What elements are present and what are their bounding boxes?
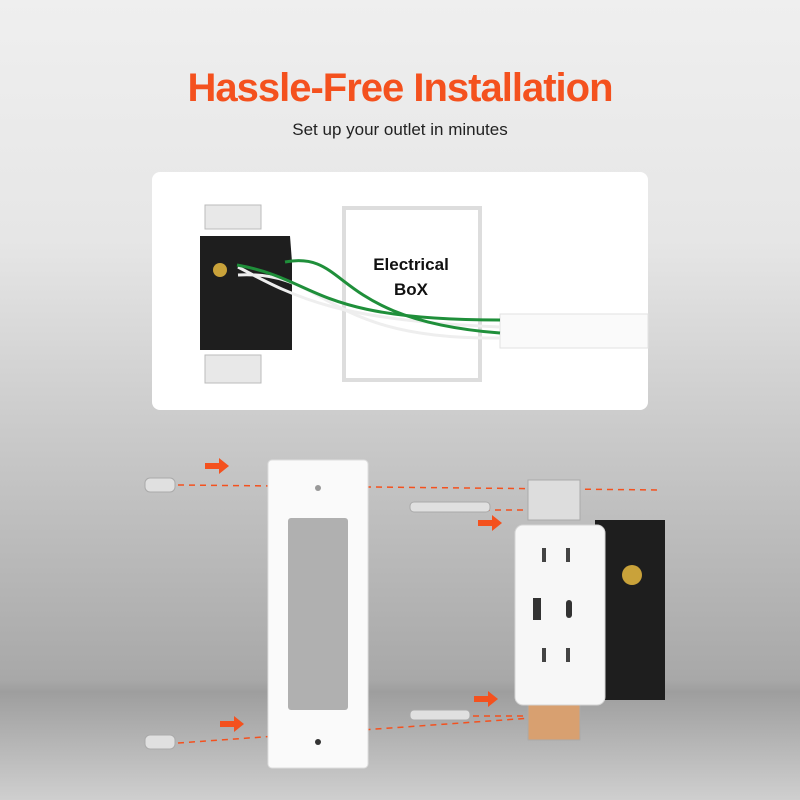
arrow-icons [205, 458, 502, 732]
cable-sheath [499, 313, 649, 349]
box-label-line1: Electrical [373, 255, 449, 274]
box-label-line2: BoX [394, 280, 428, 299]
outlet-front [514, 479, 665, 741]
screw-icons [144, 477, 491, 750]
page-title: Hassle-Free Installation [187, 66, 613, 110]
page-subtitle: Set up your outlet in minutes [292, 120, 508, 139]
outlet-side-view [200, 204, 292, 384]
electrical-box-label: Electrical BoX [344, 252, 478, 302]
electrical-box-outline [342, 206, 482, 382]
wall-plate [267, 459, 369, 769]
wires [236, 259, 501, 340]
